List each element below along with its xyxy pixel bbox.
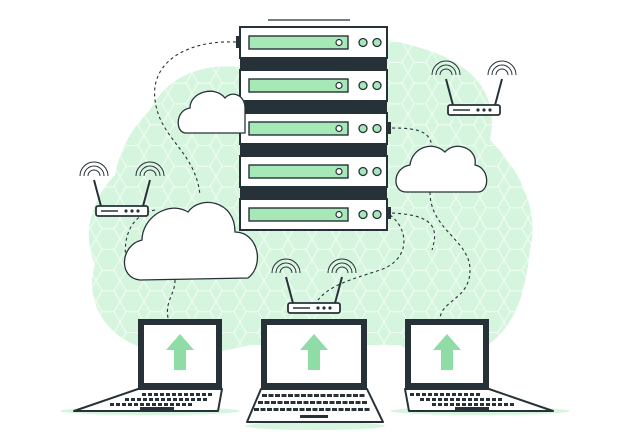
status-light-icon (358, 123, 368, 134)
laptop-keyboard (246, 388, 384, 423)
server-unit (239, 26, 388, 59)
status-light-icon (358, 37, 368, 48)
status-light-icon (358, 166, 368, 177)
upload-arrow-icon (433, 334, 461, 370)
clouds (123, 90, 488, 281)
status-light-icon (358, 80, 368, 91)
laptop-icon (390, 319, 570, 415)
laptops (60, 319, 570, 430)
connection-line (429, 191, 471, 321)
status-light-icon (372, 123, 382, 134)
cloud-icon (177, 90, 246, 134)
connection-line (391, 212, 436, 251)
server-unit (239, 155, 388, 188)
status-light-icon (372, 209, 382, 220)
server-unit (239, 112, 388, 145)
connection-line (166, 279, 176, 319)
wifi-router-icon (271, 258, 357, 314)
cloud-icon (123, 201, 258, 281)
server-unit (239, 69, 388, 102)
laptop-icon (245, 319, 385, 430)
upload-arrow-icon (166, 334, 194, 370)
connection-line (154, 41, 237, 196)
status-light-icon (372, 37, 382, 48)
status-light-icon (358, 209, 368, 220)
wifi-router-icon (79, 161, 165, 217)
server-units (239, 26, 388, 231)
status-light-icon (372, 80, 382, 91)
routers (79, 60, 517, 314)
server-rack-icon (236, 19, 391, 219)
wifi-router-icon (431, 60, 517, 116)
cloud-icon (395, 145, 488, 193)
upload-arrow-icon (300, 334, 328, 370)
connection-line (317, 214, 405, 301)
laptop-icon (60, 319, 240, 415)
server-unit (239, 198, 388, 231)
status-light-icon (372, 166, 382, 177)
